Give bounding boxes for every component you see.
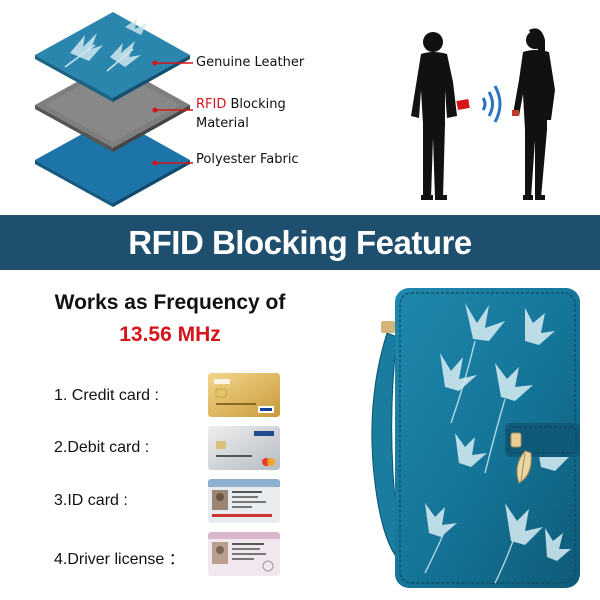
- card-label-debit: 2.Debit card :: [54, 439, 150, 456]
- rfid-label-material: Material: [196, 116, 249, 131]
- woman-silhouette-icon: [513, 28, 555, 200]
- genuine-leather-label: Genuine Leather: [196, 55, 305, 70]
- rfid-layer-icon: [35, 62, 190, 152]
- signal-waves-icon: [481, 85, 502, 123]
- polyester-fabric-label: Polyester Fabric: [196, 152, 299, 167]
- banner-title: RFID Blocking Feature: [128, 224, 472, 261]
- man-silhouette-icon: [411, 32, 457, 200]
- rfid-label-red: RFID: [196, 97, 227, 112]
- credit-card-image: [208, 373, 280, 417]
- banner: RFID Blocking Feature: [0, 215, 600, 270]
- leather-layer-icon: [35, 12, 190, 102]
- card-label-license: 4.Driver license ：: [54, 551, 185, 568]
- driver-license-image: [208, 532, 280, 576]
- card-label-credit: 1. Credit card :: [54, 387, 159, 404]
- frequency-title: Works as Frequency of: [54, 291, 286, 314]
- debit-card-image: [208, 426, 280, 470]
- wallet-image: [371, 288, 580, 588]
- frequency-value: 13.56 MHz: [119, 323, 221, 346]
- card-label-id: 3.ID card :: [54, 492, 128, 509]
- rfid-theft-illustration: [411, 28, 555, 200]
- id-card-image: [208, 479, 280, 523]
- rfid-material-label: RFID Blocking Material: [196, 95, 286, 133]
- rfid-label-blocking: Blocking: [226, 97, 286, 112]
- fabric-layer-icon: [35, 117, 190, 207]
- material-layers-diagram: [35, 12, 193, 207]
